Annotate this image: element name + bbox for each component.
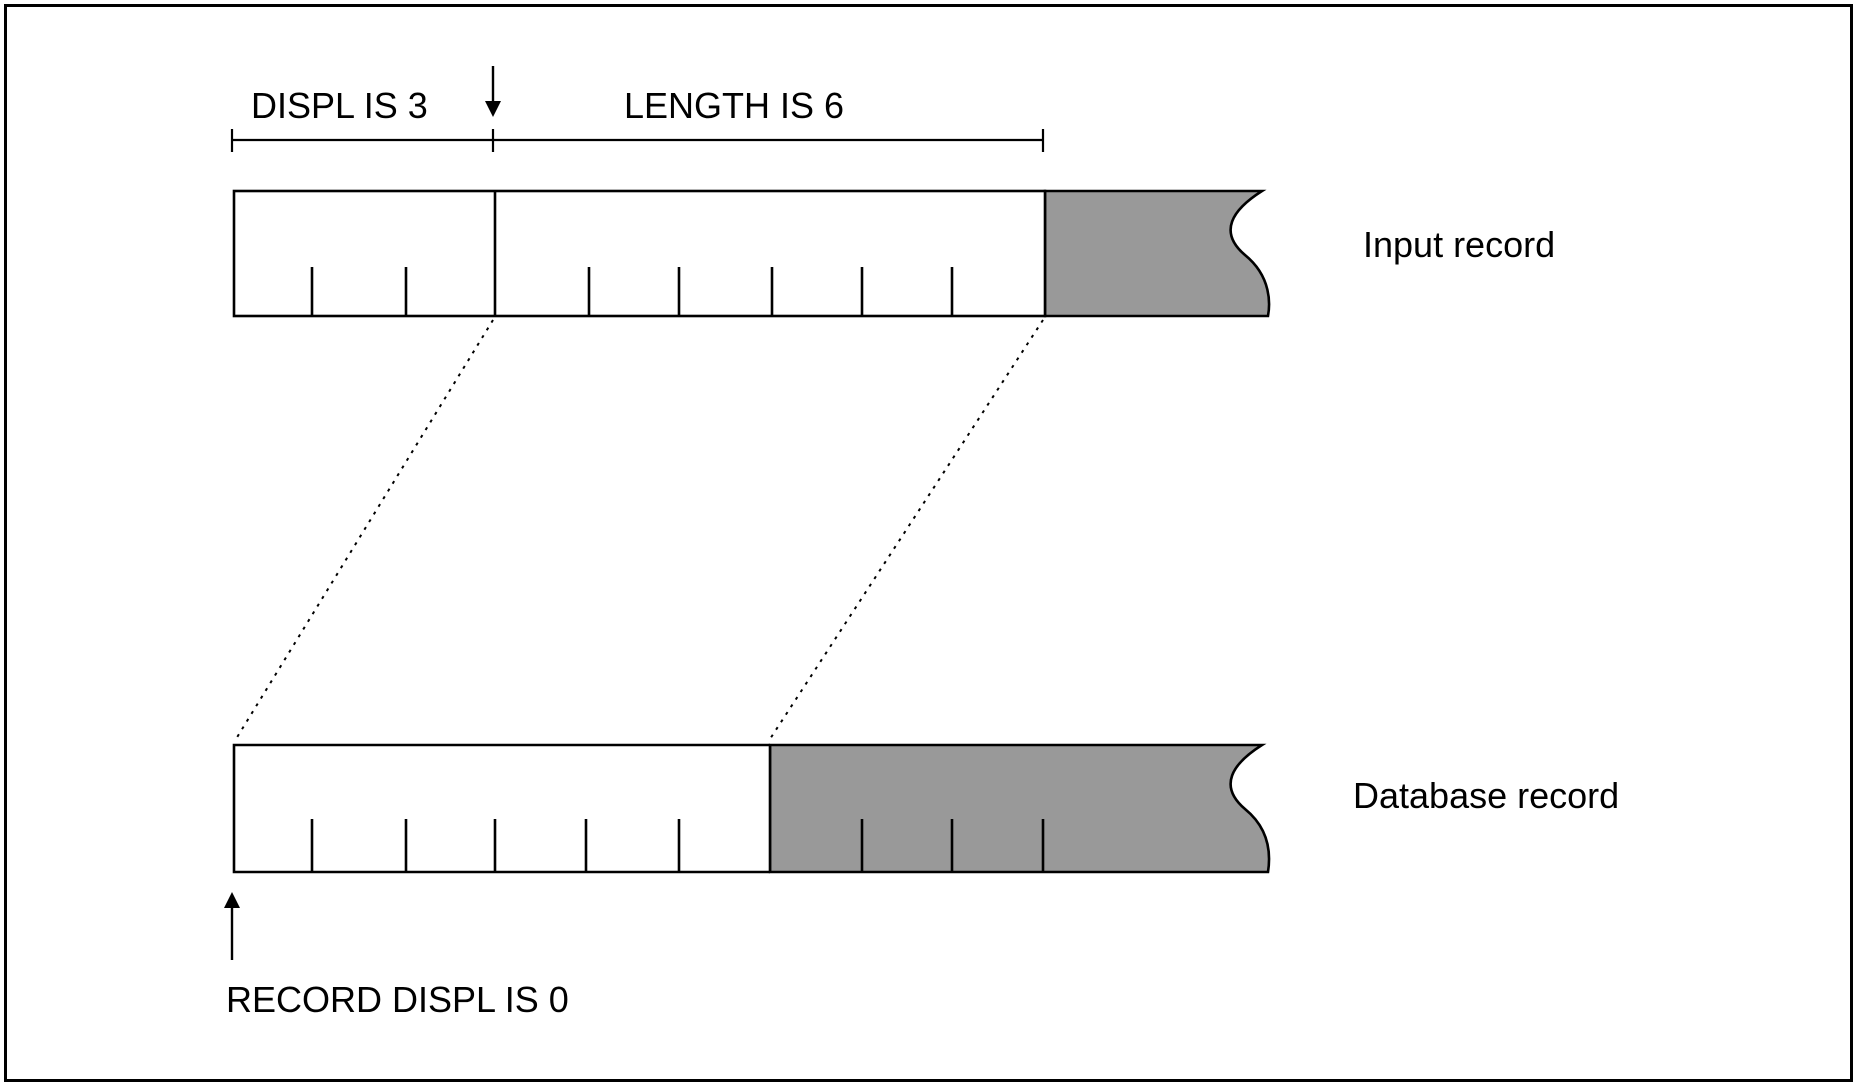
mapping-line-end — [769, 319, 1044, 740]
record-displ-label: RECORD DISPL IS 0 — [226, 979, 569, 1020]
input-record-label: Input record — [1363, 224, 1555, 265]
database-record-box — [232, 743, 770, 874]
displacement-arrow-icon — [485, 66, 501, 117]
database-record-shaded-area — [768, 743, 1271, 874]
length-label: LENGTH IS 6 — [624, 85, 844, 126]
database-record — [232, 743, 1271, 874]
mapping-line-start — [235, 319, 494, 740]
diagram-frame — [4, 4, 1853, 1082]
dimension-line — [230, 129, 1045, 152]
record-displ-arrow-icon — [224, 892, 240, 960]
input-record — [232, 189, 1271, 318]
input-record-box — [232, 189, 1047, 318]
displ-label: DISPL IS 3 — [251, 85, 428, 126]
input-record-shaded-area — [1043, 189, 1271, 318]
database-record-label: Database record — [1353, 775, 1619, 816]
